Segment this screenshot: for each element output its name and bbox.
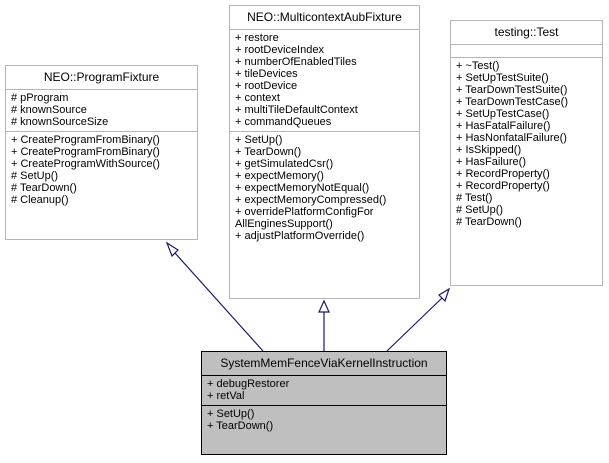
- operation-row: + TearDownTestCase(): [456, 96, 568, 108]
- attribute-row: + tileDevices: [235, 68, 298, 80]
- attribute-row: + restore: [235, 32, 279, 44]
- attribute-row: # knownSourceSize: [11, 116, 109, 128]
- attribute-row: + multiTileDefaultContext: [235, 104, 358, 116]
- attribute-row: + retVal: [207, 390, 245, 402]
- operations-program-fixture: + CreateProgramFromBinary() + CreateProg…: [6, 131, 197, 209]
- attribute-row: + debugRestorer: [207, 378, 290, 390]
- operation-row: # SetUp(): [11, 170, 59, 182]
- operation-row: # TearDown(): [456, 216, 522, 228]
- operations-system-mem-fence: + SetUp() + TearDown(): [202, 405, 446, 435]
- operation-row: + expectMemory(): [235, 170, 324, 182]
- operation-row: + getSimulatedCsr(): [235, 158, 334, 170]
- class-box-testing-test[interactable]: testing::Test + ~Test() + SetUpTestSuite…: [450, 20, 603, 286]
- attribute-row: # knownSource: [11, 104, 87, 116]
- operation-row: + SetUp(): [235, 134, 283, 146]
- operation-row: + HasFatalFailure(): [456, 120, 551, 132]
- attribute-row: + rootDevice: [235, 80, 298, 92]
- class-box-program-fixture[interactable]: NEO::ProgramFixture # pProgram # knownSo…: [5, 65, 198, 240]
- attribute-row: + commandQueues: [235, 116, 332, 128]
- operations-multicontext-fixture: + SetUp() + TearDown() + getSimulatedCsr…: [230, 131, 419, 245]
- operation-row: # Test(): [456, 192, 493, 204]
- operation-row: + TearDown(): [235, 146, 302, 158]
- arrowhead-testing-test: [438, 287, 451, 303]
- operation-row: + ~Test(): [456, 60, 500, 72]
- operation-row: + SetUpTestSuite(): [456, 72, 549, 84]
- operation-row: + expectMemoryNotEqual(): [235, 182, 370, 194]
- attribute-row: + rootDeviceIndex: [235, 44, 324, 56]
- operation-row: # SetUp(): [456, 204, 504, 216]
- operation-row: + CreateProgramFromBinary(): [11, 134, 160, 146]
- operation-row: + CreateProgramFromBinary(): [11, 146, 160, 158]
- class-name-multicontext-fixture: NEO::MulticontextAubFixture: [247, 10, 402, 24]
- class-box-multicontext-fixture[interactable]: NEO::MulticontextAubFixture + restore + …: [229, 5, 420, 299]
- attributes-system-mem-fence: + debugRestorer + retVal: [202, 375, 446, 405]
- operation-row: AllEnginesSupport(): [235, 218, 333, 230]
- operation-row: + TearDown(): [207, 420, 274, 432]
- operation-row: + SetUpTestCase(): [456, 108, 550, 120]
- attributes-multicontext-fixture: + restore + rootDeviceIndex + numberOfEn…: [230, 29, 419, 131]
- operations-testing-test: + ~Test() + SetUpTestSuite() + TearDownT…: [451, 57, 602, 231]
- edge-testing-test: [386, 297, 443, 352]
- operation-row: + RecordProperty(): [456, 168, 550, 180]
- operation-row: + IsSkipped(): [456, 144, 522, 156]
- class-name-program-fixture: NEO::ProgramFixture: [43, 70, 160, 84]
- attributes-testing-test: [451, 44, 602, 57]
- operation-row: # Cleanup(): [11, 194, 69, 206]
- operation-row: + TearDownTestSuite(): [456, 84, 568, 96]
- attributes-program-fixture: # pProgram # knownSource # knownSourceSi…: [6, 89, 197, 131]
- edge-program-fixture: [174, 252, 264, 352]
- operation-row: + CreateProgramWithSource(): [11, 158, 160, 170]
- arrowhead-program-fixture: [165, 241, 179, 258]
- arrowhead-multicontext-fixture: [318, 299, 330, 313]
- class-name-testing-test: testing::Test: [494, 25, 559, 39]
- operation-row: + expectMemoryCompressed(): [235, 194, 387, 206]
- attribute-row: + numberOfEnabledTiles: [235, 56, 357, 68]
- operation-row: # TearDown(): [11, 182, 77, 194]
- operation-row: + SetUp(): [207, 408, 255, 420]
- class-name-system-mem-fence: SystemMemFenceViaKernelInstruction: [220, 356, 428, 370]
- operation-row: + RecordProperty(): [456, 180, 550, 192]
- class-box-system-mem-fence[interactable]: SystemMemFenceViaKernelInstruction + deb…: [201, 351, 447, 455]
- operation-row: + HasNonfatalFailure(): [456, 132, 567, 144]
- attribute-row: + context: [235, 92, 280, 104]
- operation-row: + adjustPlatformOverride(): [235, 230, 365, 242]
- operation-row: + HasFailure(): [456, 156, 526, 168]
- operation-row: + overridePlatformConfigFor: [235, 206, 374, 218]
- attribute-row: # pProgram: [11, 92, 69, 104]
